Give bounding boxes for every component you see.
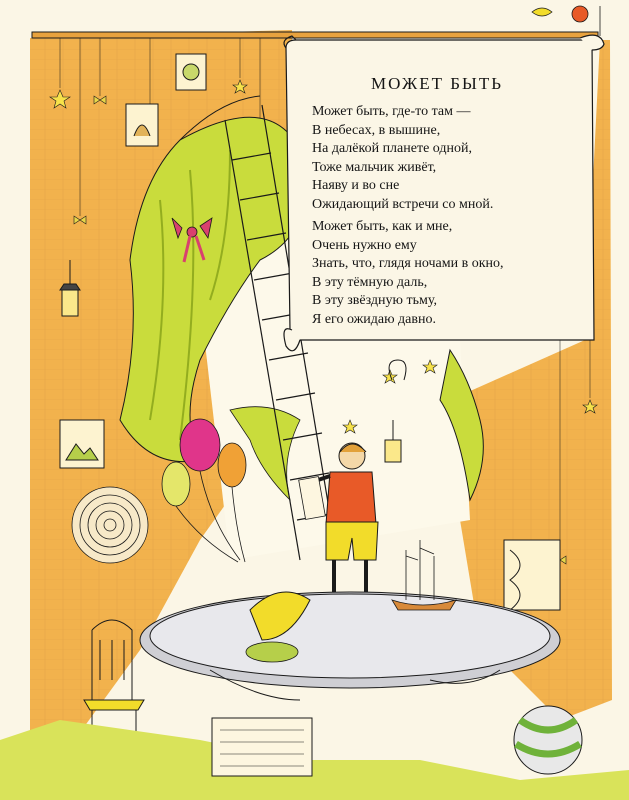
poem-line: Очень нужно ему bbox=[312, 237, 417, 253]
poem-stanza-2: Может быть, как и мне, Очень нужно ему З… bbox=[312, 218, 504, 330]
poem-line: На далёкой планете одной, bbox=[312, 141, 473, 157]
poem-line: Знать, что, глядя ночами в окно, bbox=[312, 256, 504, 272]
poem-line: Тоже мальчик живёт, bbox=[312, 159, 437, 175]
poem-line: Может быть, где-то там — bbox=[312, 104, 471, 119]
picture-frame-icon bbox=[59, 53, 561, 611]
lantern-icon bbox=[59, 260, 407, 463]
poem-line: Может быть, как и мне, bbox=[312, 219, 453, 234]
poem-line: Я его ожидаю давно. bbox=[312, 311, 436, 327]
spiral-wheel bbox=[71, 486, 149, 564]
star-icon bbox=[49, 79, 598, 434]
poem-line: В эту тёмную даль, bbox=[312, 274, 428, 290]
chair-icon bbox=[83, 619, 145, 770]
poem-text-block: МОЖЕТ БЫТЬ Может быть, где-то там — В не… bbox=[292, 62, 582, 334]
ship-icon bbox=[391, 540, 457, 611]
poem-line: Ожидающий встречи со мной. bbox=[312, 196, 494, 212]
poem-line: Наяву и во сне bbox=[312, 178, 400, 194]
ball-icon bbox=[513, 705, 583, 775]
poem-stanza-1: Может быть, где-то там — В небесах, в вы… bbox=[312, 103, 493, 215]
page-title: МОЖЕТ БЫТЬ bbox=[371, 74, 503, 93]
blackboard bbox=[211, 717, 313, 777]
poem-line: В небесах, в вышине, bbox=[312, 122, 441, 138]
balloon-icon bbox=[161, 418, 247, 563]
scroll-paper bbox=[283, 34, 605, 352]
poem-line: В эту звёздную тьму, bbox=[312, 293, 437, 309]
